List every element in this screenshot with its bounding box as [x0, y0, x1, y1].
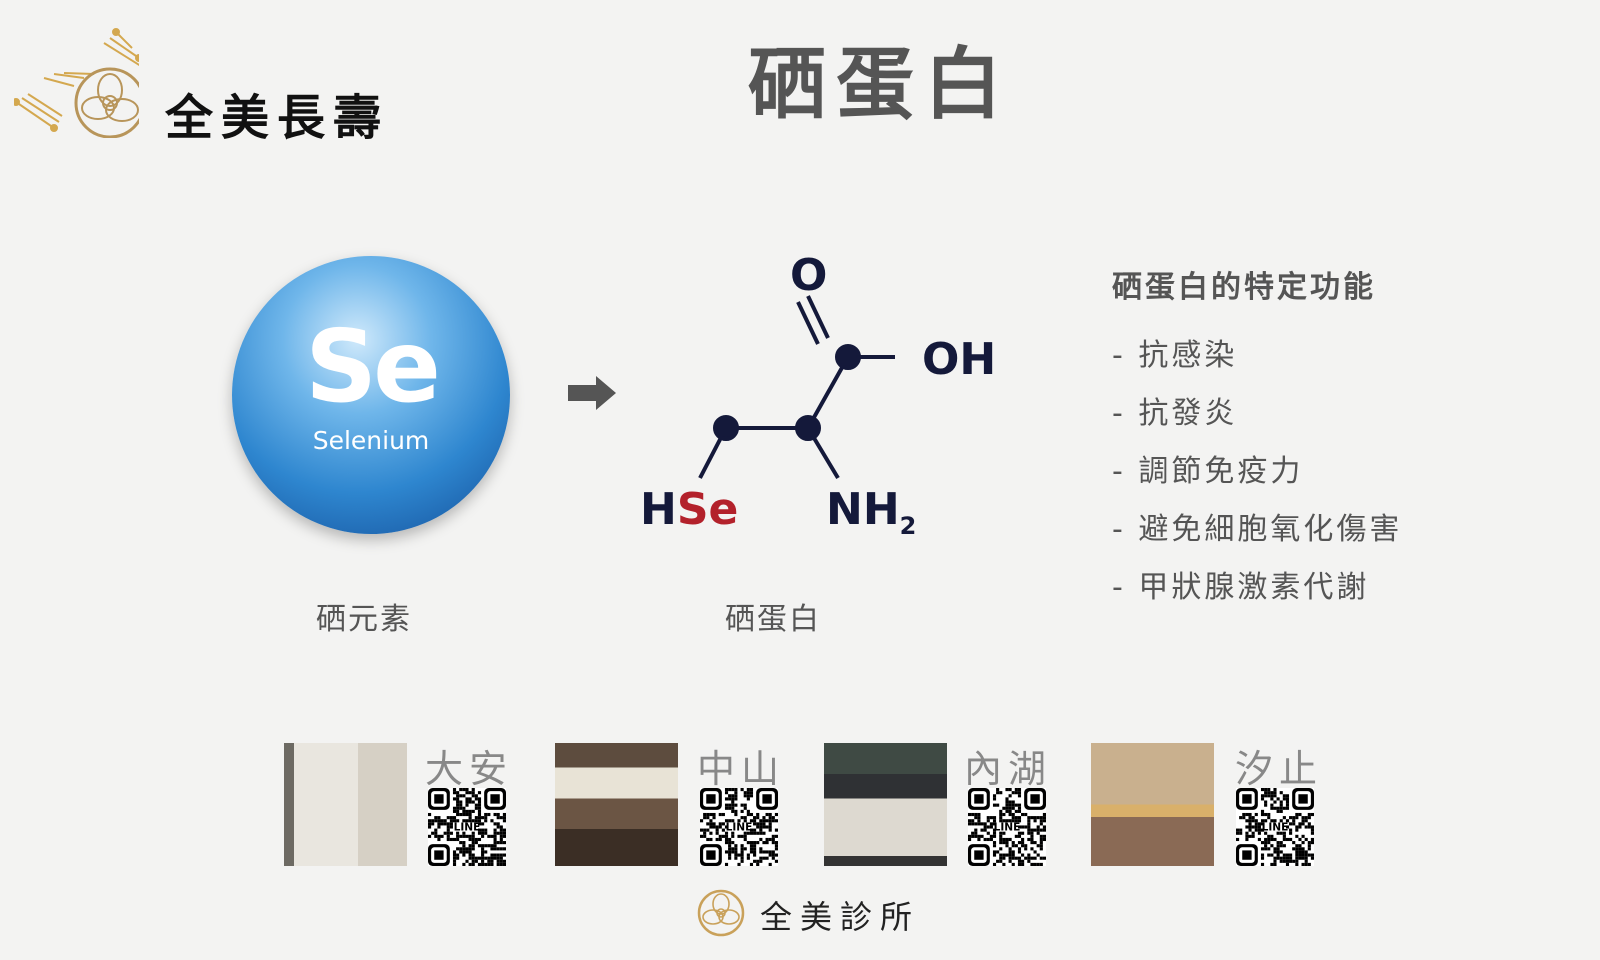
- selenium-label: Se: [676, 484, 739, 535]
- brand-name: 全美長壽: [165, 90, 390, 146]
- line-label: LINE: [454, 821, 481, 833]
- molecule-caption: 硒蛋白: [725, 602, 821, 637]
- branch-name: 大安: [425, 747, 514, 791]
- branch-photo-xizhi: [1091, 743, 1214, 866]
- element-name: Selenium: [312, 426, 430, 455]
- amine-label: NH2: [826, 484, 916, 540]
- line-qr-icon: LINE: [700, 788, 778, 866]
- branch-photo-daan: [284, 743, 407, 866]
- amine-subscript: 2: [899, 511, 917, 540]
- selenocysteine-structure: [698, 295, 895, 480]
- line-qr-icon: LINE: [968, 788, 1046, 866]
- qr-code-zhongshan[interactable]: LINE: [700, 788, 778, 866]
- arrow-right-icon: [568, 376, 616, 410]
- branch-name: 內湖: [964, 747, 1053, 791]
- function-item: - 抗感染: [1112, 338, 1238, 373]
- clinic-name: 全美診所: [760, 898, 921, 936]
- clinic-flower-logo-icon: [697, 889, 745, 937]
- line-label: LINE: [726, 821, 753, 833]
- branch-name: 汐止: [1235, 747, 1324, 791]
- line-qr-icon: LINE: [1236, 788, 1314, 866]
- qr-code-daan[interactable]: LINE: [428, 788, 506, 866]
- branch-photo-neihu: [824, 743, 947, 866]
- selenol-label: HSe: [640, 484, 738, 535]
- hydroxyl-label: OH: [922, 334, 997, 385]
- line-label: LINE: [994, 821, 1021, 833]
- amine-nh: NH: [826, 484, 900, 535]
- element-symbol: Se: [305, 308, 441, 425]
- functions-title: 硒蛋白的特定功能: [1112, 270, 1376, 305]
- qr-code-xizhi[interactable]: LINE: [1236, 788, 1314, 866]
- qr-code-neihu[interactable]: LINE: [968, 788, 1046, 866]
- hydrogen-label: H: [640, 484, 677, 535]
- element-caption: 硒元素: [316, 602, 412, 637]
- line-label: LINE: [1262, 821, 1289, 833]
- function-item: - 抗發炎: [1112, 396, 1238, 431]
- function-item: - 調節免疫力: [1112, 454, 1304, 489]
- selenium-sphere: Se Selenium: [232, 256, 510, 534]
- function-item: - 避免細胞氧化傷害: [1112, 512, 1403, 547]
- branch-photo-zhongshan: [555, 743, 678, 866]
- line-qr-icon: LINE: [428, 788, 506, 866]
- oxygen-label: O: [790, 250, 828, 301]
- branch-name: 中山: [697, 747, 786, 791]
- function-item: - 甲狀腺激素代謝: [1112, 570, 1370, 605]
- page-title: 硒蛋白: [747, 40, 1012, 130]
